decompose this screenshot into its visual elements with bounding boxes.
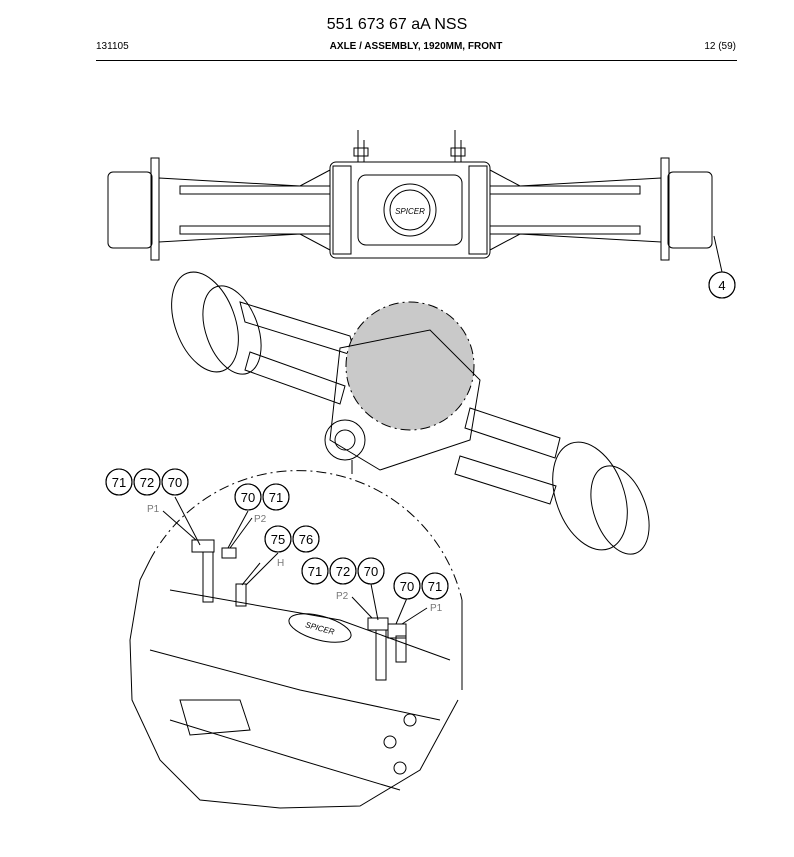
brand-logo-detail: SPICER [304,620,335,636]
callout-70-b: 70 [234,483,262,511]
svg-text:70: 70 [364,564,378,579]
svg-text:72: 72 [140,475,154,490]
port-label-p2-left: P2 [254,514,267,525]
svg-text:71: 71 [269,490,283,505]
port-label-h: H [277,558,284,569]
svg-text:71: 71 [112,475,126,490]
port-label-p1-right: P1 [430,603,443,614]
axle-top-view [107,130,723,273]
svg-text:70: 70 [168,475,182,490]
page-title: AXLE / ASSEMBLY, 1920MM, FRONT [329,41,503,52]
svg-text:70: 70 [241,490,255,505]
port-label-p2-right: P2 [336,591,349,602]
header-rule [96,60,737,61]
date-code: 131105 [96,41,129,52]
detail-view [129,470,463,809]
callout-71-d: 71 [421,572,449,600]
part-number-title: 551 673 67 aA NSS [326,16,468,33]
brand-logo-top: SPICER [395,207,425,216]
svg-text:75: 75 [271,532,285,547]
axle-iso-view [171,271,650,555]
callout-70-d: 70 [393,572,421,600]
svg-text:72: 72 [336,564,350,579]
svg-text:71: 71 [428,579,442,594]
svg-text:71: 71 [308,564,322,579]
svg-text:76: 76 [299,532,313,547]
svg-text:4: 4 [718,278,725,293]
svg-text:70: 70 [400,579,414,594]
port-label-p1-left: P1 [147,504,160,515]
page-number: 12 (59) [704,41,736,52]
